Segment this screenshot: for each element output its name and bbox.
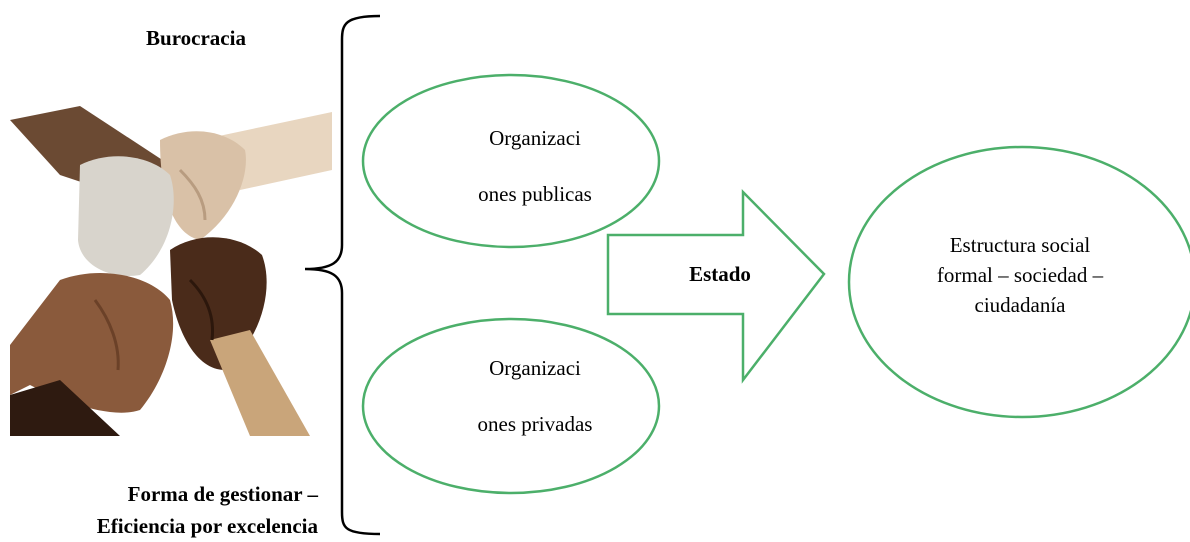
- social-structure-ellipse: [847, 145, 1190, 419]
- private-organizations-ellipse: [361, 317, 661, 495]
- social-structure-label: Estructura social formal – sociedad – ci…: [900, 230, 1140, 320]
- result-label-line3: ciudadanía: [974, 293, 1066, 317]
- joined-hands-image: [10, 106, 332, 436]
- caption-line1: Forma de gestionar –: [127, 482, 318, 506]
- private-label-line2: ones privadas: [477, 412, 593, 436]
- public-label-line1: Organizaci: [489, 126, 581, 150]
- state-arrow: [606, 188, 826, 384]
- result-label-line1: Estructura social: [949, 233, 1091, 257]
- private-label-line1: Organizaci: [489, 356, 581, 380]
- title-burocracia: Burocracia: [146, 26, 246, 50]
- caption-line2: Eficiencia por excelencia: [96, 514, 318, 538]
- private-organizations-label: Organizaci ones privadas: [420, 340, 650, 452]
- public-label-line2: ones publicas: [478, 182, 592, 206]
- bottom-caption: Forma de gestionar – Eficiencia por exce…: [0, 478, 318, 542]
- result-label-line2: formal – sociedad –: [936, 263, 1104, 287]
- grouping-brace: [304, 14, 381, 536]
- public-organizations-label: Organizaci ones publicas: [420, 110, 650, 222]
- public-organizations-ellipse: [361, 73, 661, 249]
- arrow-label-estado: Estado: [689, 262, 751, 286]
